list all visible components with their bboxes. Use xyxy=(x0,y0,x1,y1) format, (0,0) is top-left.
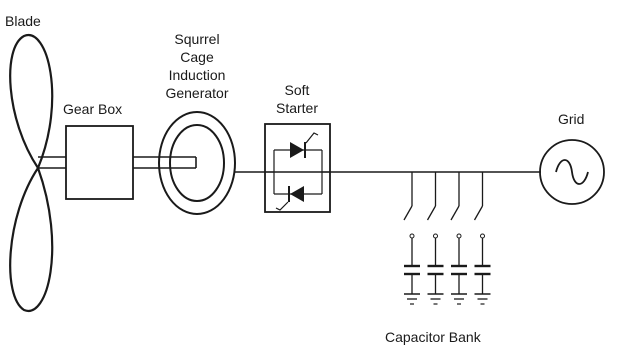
generator-label-line-4: Generator xyxy=(165,85,228,101)
capacitor-bank-label: Capacitor Bank xyxy=(385,329,482,345)
capacitor-bank xyxy=(403,172,491,305)
capacitor-branch xyxy=(473,172,491,305)
shaft xyxy=(38,156,197,169)
gear-box-label: Gear Box xyxy=(63,101,122,117)
soft-starter xyxy=(264,123,331,213)
generator-label-line-1: Squrrel xyxy=(174,31,219,47)
blade-label: Blade xyxy=(5,13,41,29)
grid-label: Grid xyxy=(558,111,584,127)
generator-label-line-2: Cage xyxy=(180,49,214,65)
soft-starter-label: Soft Starter xyxy=(276,82,318,116)
grid-source xyxy=(539,139,605,205)
blade-shape xyxy=(9,34,54,312)
generator-label-line-3: Induction xyxy=(169,67,226,83)
capacitor-branch xyxy=(450,172,467,305)
generator-label: Squrrel Cage Induction Generator xyxy=(165,31,228,101)
generator xyxy=(158,111,236,215)
gear-box xyxy=(65,125,134,200)
capacitor-branch xyxy=(403,172,420,305)
soft-starter-label-line-2: Starter xyxy=(276,100,318,116)
capacitor-branch xyxy=(426,172,444,305)
soft-starter-label-line-1: Soft xyxy=(285,82,310,98)
